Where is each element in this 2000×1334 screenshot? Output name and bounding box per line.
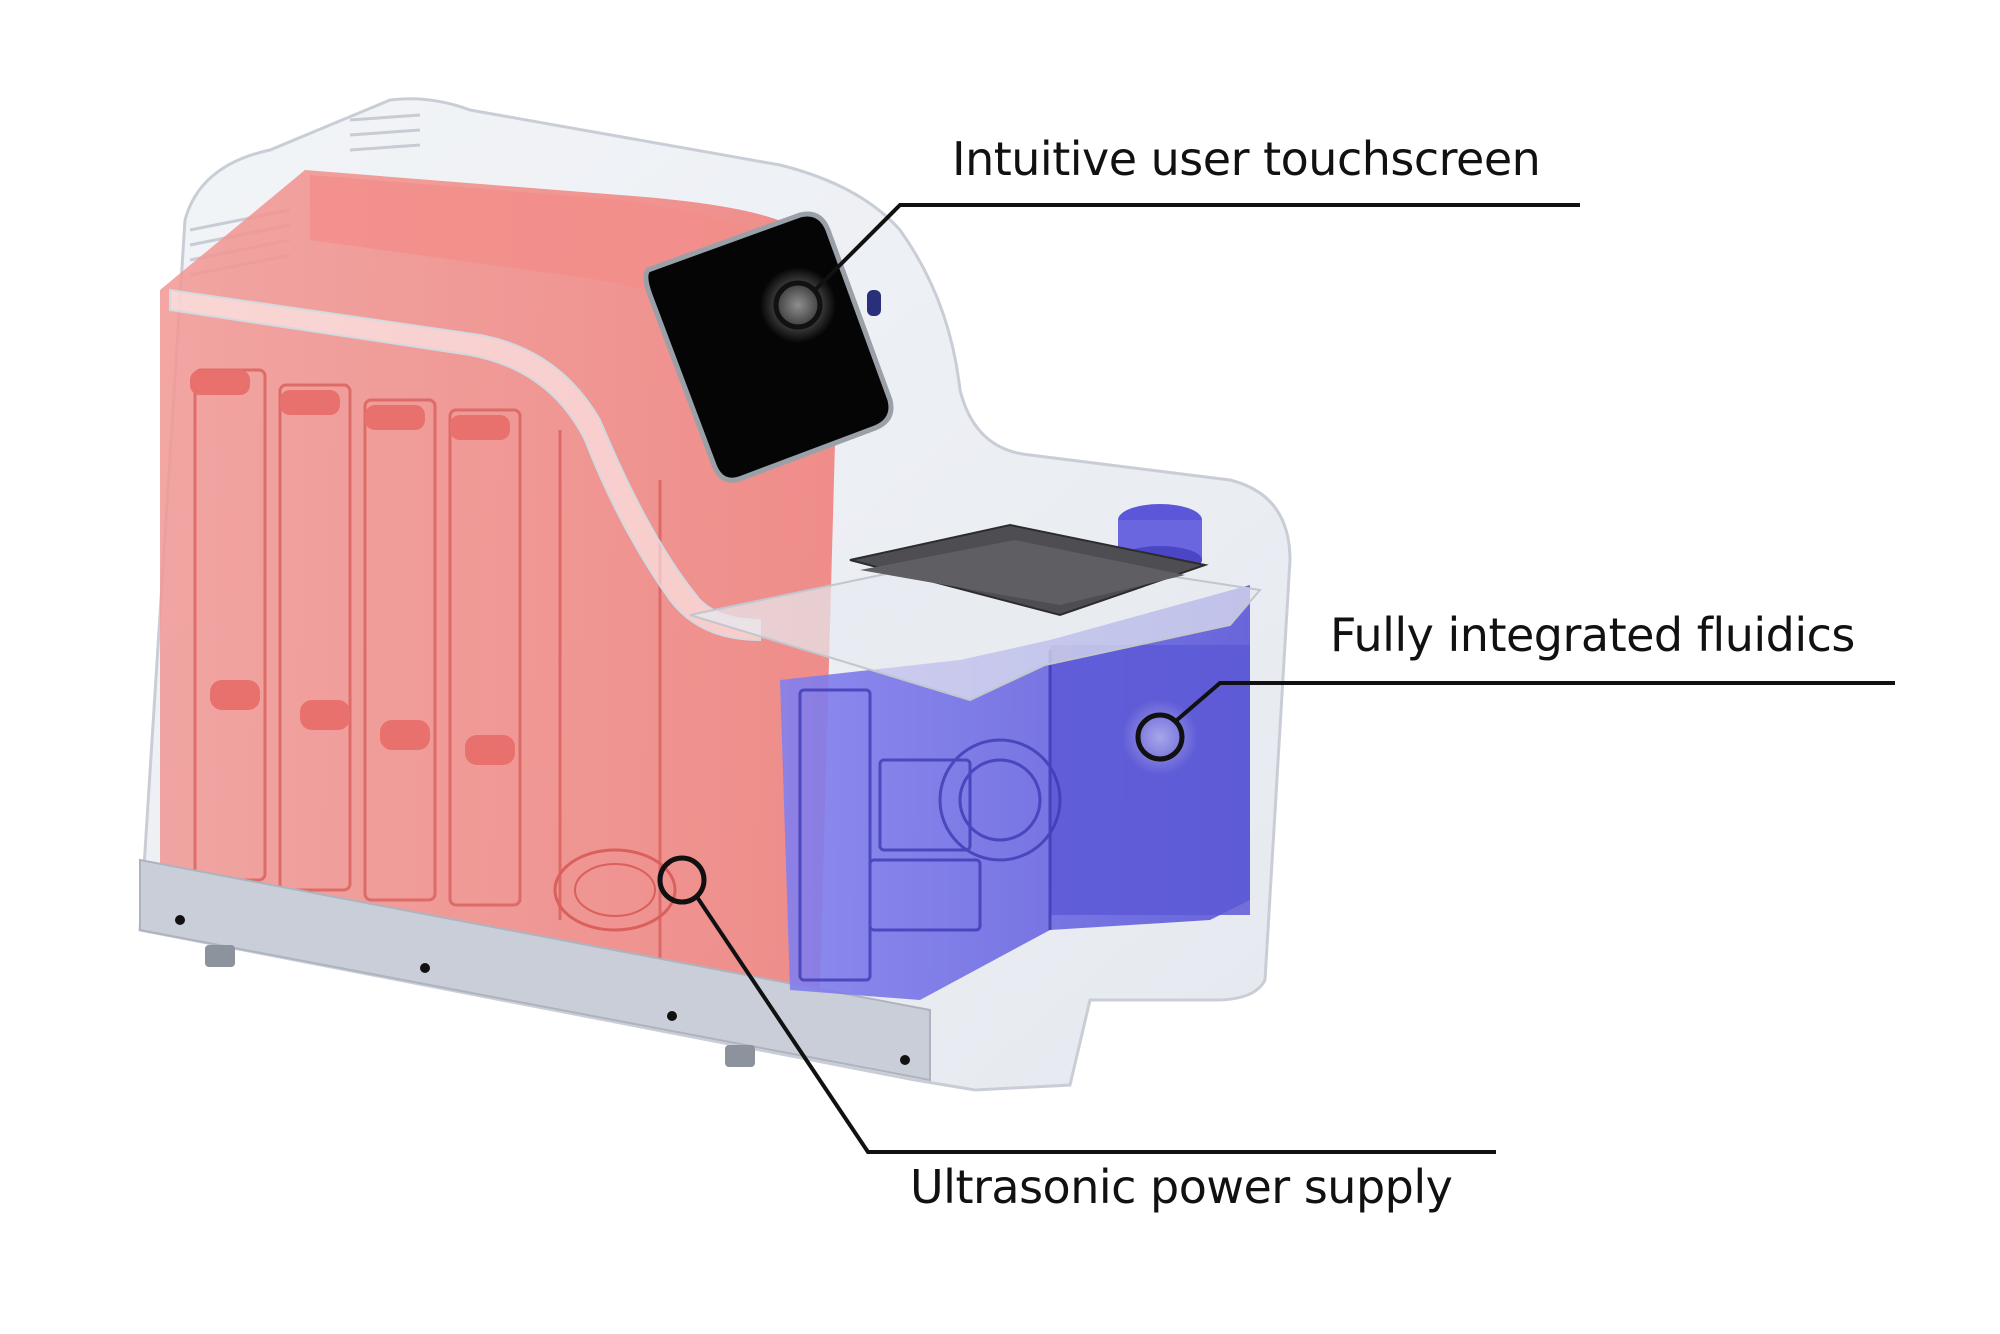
callout-label-fluidics: Fully integrated fluidics (1330, 608, 1855, 662)
front-panel-edge (169, 288, 761, 642)
leader-line-touchscreen (813, 203, 1580, 292)
leader-line-fluidics (1175, 681, 1895, 722)
callout-touchscreen-marker (760, 203, 1580, 343)
touchscreen (643, 211, 894, 483)
base-plate (139, 858, 931, 1082)
power-supply-section (160, 170, 840, 1000)
callout-fluidics-marker (1122, 681, 1895, 775)
callout-power-marker (657, 855, 1496, 1154)
leader-line-power (695, 895, 1496, 1154)
fluidics-tray (689, 523, 1262, 702)
callout-label-touchscreen: Intuitive user touchscreen (952, 132, 1541, 186)
fluidics-section (780, 504, 1250, 1000)
callout-label-power-supply: Ultrasonic power supply (910, 1160, 1453, 1214)
